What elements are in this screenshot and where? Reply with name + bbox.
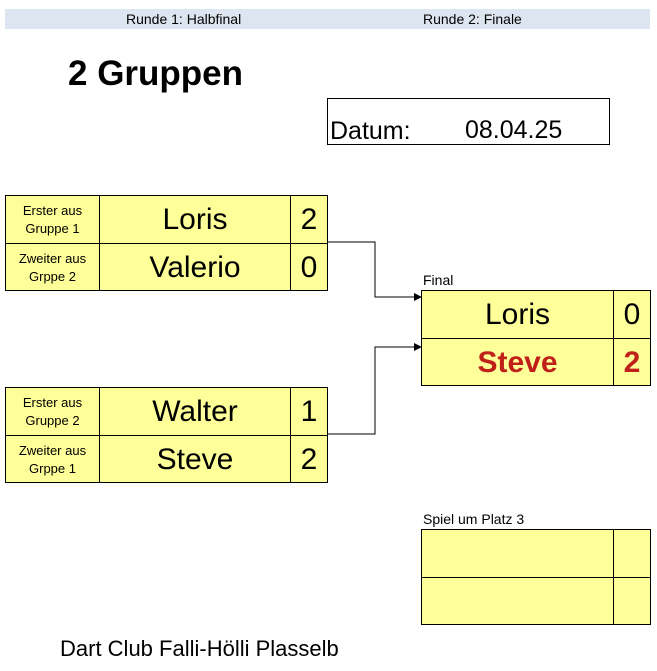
semifinal-1-row-2[interactable]: Zweiter aus Grppe 2 Valerio 0 <box>6 243 327 291</box>
third-place-match <box>421 529 651 625</box>
semifinal-2-row-2[interactable]: Zweiter aus Grppe 1 Steve 2 <box>6 435 327 483</box>
seed-label: Zweiter aus Grppe 1 <box>6 436 100 483</box>
third-place-row-2[interactable] <box>422 577 650 625</box>
round-header-bar <box>5 9 650 29</box>
semifinal-2: Erster aus Gruppe 2 Walter 1 Zweiter aus… <box>5 387 328 483</box>
winner-name[interactable]: Steve <box>422 339 614 386</box>
seed-label: Zweiter aus Grppe 2 <box>6 244 100 291</box>
final-match: Loris 0 Steve 2 <box>421 290 651 386</box>
date-box: Datum: 08.04.25 <box>327 98 610 145</box>
player-name[interactable]: Loris <box>422 291 614 338</box>
semifinal-1: Erster aus Gruppe 1 Loris 2 Zweiter aus … <box>5 195 328 291</box>
player-name[interactable]: Valerio <box>100 244 291 291</box>
player-name[interactable]: Walter <box>100 388 291 435</box>
third-place-label: Spiel um Platz 3 <box>423 511 525 527</box>
player-score[interactable]: 0 <box>623 297 641 331</box>
club-footer: Dart Club Falli-Hölli Plasselb <box>60 636 339 661</box>
final-label: Final <box>423 272 454 288</box>
date-label: Datum: <box>330 117 411 145</box>
player-name[interactable] <box>422 578 614 625</box>
round1-label: Runde 1: Halbfinal <box>126 11 242 27</box>
winner-score[interactable]: 2 <box>623 345 641 379</box>
player-score[interactable]: 0 <box>300 250 318 284</box>
semifinal-2-row-1[interactable]: Erster aus Gruppe 2 Walter 1 <box>6 388 327 435</box>
final-row-2[interactable]: Steve 2 <box>422 338 650 386</box>
player-score[interactable]: 2 <box>300 442 318 476</box>
player-score[interactable]: 2 <box>300 202 318 236</box>
player-score[interactable] <box>614 530 650 577</box>
seed-label: Erster aus Gruppe 2 <box>6 388 100 435</box>
player-name[interactable]: Steve <box>100 436 291 483</box>
round2-label: Runde 2: Finale <box>423 11 522 27</box>
player-name[interactable] <box>422 530 614 577</box>
player-name[interactable]: Loris <box>100 196 291 243</box>
final-row-1[interactable]: Loris 0 <box>422 291 650 338</box>
third-place-row-1[interactable] <box>422 530 650 577</box>
semifinal-1-row-1[interactable]: Erster aus Gruppe 1 Loris 2 <box>6 196 327 243</box>
date-value[interactable]: 08.04.25 <box>465 116 563 144</box>
player-score[interactable] <box>614 578 650 625</box>
page-title: 2 Gruppen <box>68 54 244 93</box>
seed-label: Erster aus Gruppe 1 <box>6 196 100 243</box>
player-score[interactable]: 1 <box>300 394 318 428</box>
